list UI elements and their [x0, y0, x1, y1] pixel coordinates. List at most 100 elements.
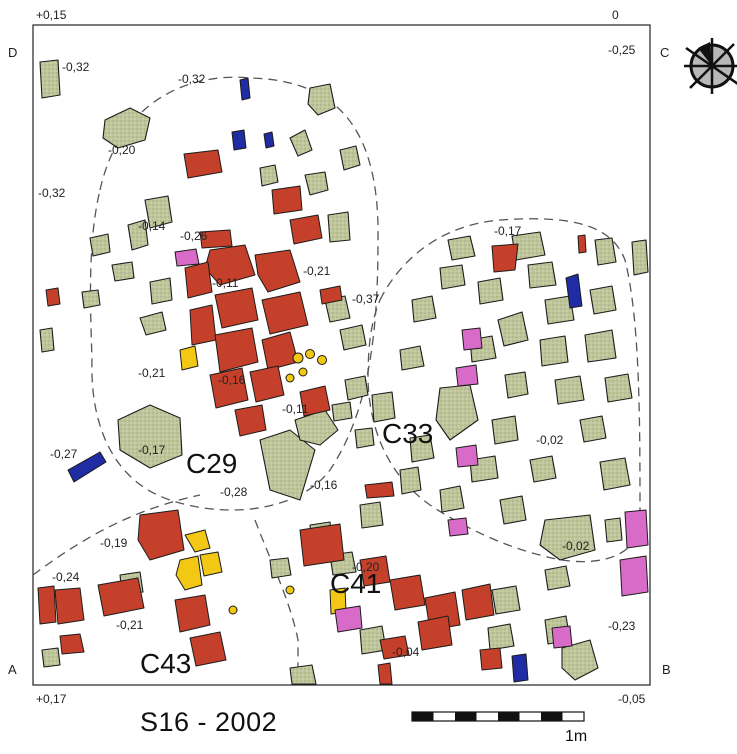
- magenta-fragment: [619, 555, 649, 597]
- stones: [39, 59, 649, 685]
- trench-boundary: [32, 24, 651, 686]
- elevation-label: -0,32: [178, 72, 206, 86]
- elevation-label: -0,16: [310, 478, 338, 492]
- yellow-fragment: [199, 551, 223, 577]
- figure-title: S16 - 2002: [140, 707, 278, 737]
- brick: [319, 285, 343, 305]
- brick: [254, 249, 301, 293]
- yellow-fragment: [285, 585, 295, 595]
- brick: [417, 615, 453, 651]
- stone: [41, 647, 61, 668]
- stone: [371, 391, 396, 423]
- brick: [364, 481, 395, 499]
- stone: [144, 195, 173, 229]
- brick: [491, 243, 519, 273]
- elevation-label: -0,26: [180, 229, 208, 243]
- brick: [199, 229, 233, 249]
- blue-fragment: [565, 273, 583, 309]
- stone: [584, 329, 617, 363]
- yellow-fragment: [305, 349, 315, 359]
- stone: [399, 345, 425, 371]
- corner-elevation: -0,05: [618, 692, 646, 706]
- feature-label-c29: C29: [186, 448, 238, 479]
- stone: [544, 565, 571, 591]
- stone: [307, 83, 336, 116]
- stone: [561, 639, 599, 681]
- brick: [389, 574, 426, 611]
- stone: [354, 427, 375, 449]
- stone: [439, 485, 465, 513]
- stone: [527, 261, 557, 289]
- elevation-label: -0,11: [212, 276, 239, 290]
- magenta-fragment: [174, 248, 200, 267]
- magenta-fragment: [334, 605, 363, 633]
- stone: [599, 457, 631, 491]
- brick: [261, 331, 299, 371]
- scale-label: 1m: [565, 728, 588, 745]
- blue-fragment: [231, 129, 247, 151]
- stone: [269, 557, 292, 579]
- feature-label-c43: C43: [140, 648, 192, 679]
- blue-fragments: [67, 77, 583, 683]
- stone: [344, 375, 369, 401]
- elevation-label: -0,16: [218, 373, 246, 387]
- stone: [359, 501, 384, 529]
- yellow-fragment: [228, 605, 238, 615]
- c43-boundary: [32, 494, 201, 576]
- yellow-fragment: [179, 345, 199, 371]
- stone: [594, 237, 617, 266]
- stone: [491, 585, 521, 615]
- stone: [604, 373, 633, 403]
- yellow-fragments: [175, 345, 347, 615]
- magenta-fragment: [551, 625, 573, 649]
- elevation-label: -0,23: [608, 619, 636, 633]
- elevation-label: -0,32: [38, 186, 66, 200]
- stone: [539, 514, 596, 561]
- stone: [589, 285, 617, 315]
- stone: [289, 664, 317, 685]
- corner-label-b: B: [662, 662, 671, 677]
- corner-label-d: D: [8, 45, 18, 60]
- yellow-fragment: [175, 555, 203, 591]
- yellow-fragment: [292, 352, 304, 364]
- brick: [214, 327, 259, 373]
- elevation-label: -0,21: [116, 618, 144, 632]
- stone: [139, 311, 167, 336]
- corner-elevation: +0,15: [36, 8, 67, 22]
- scale-bar: [411, 711, 585, 722]
- magenta-fragment: [461, 327, 483, 351]
- corner-elevation: +0,17: [36, 692, 67, 706]
- brick: [577, 234, 587, 254]
- feature-label-c33: C33: [382, 418, 434, 449]
- yellow-fragment: [285, 373, 295, 383]
- stone: [439, 264, 466, 290]
- brick: [59, 633, 85, 655]
- brick: [214, 287, 259, 329]
- brick: [359, 555, 391, 587]
- brick: [209, 367, 249, 409]
- stone: [409, 434, 435, 463]
- brick: [299, 523, 345, 567]
- elevation-label: -0,20: [352, 560, 380, 574]
- stone: [447, 235, 476, 261]
- elevation-label: -0,25: [608, 43, 636, 57]
- elevation-label: -0,32: [62, 60, 90, 74]
- brick: [183, 149, 223, 179]
- brick: [174, 594, 211, 633]
- elevation-label: -0,20: [108, 143, 136, 157]
- stone: [327, 211, 351, 243]
- corner-elevation: 0: [612, 8, 619, 22]
- elevation-label: -0,28: [220, 485, 248, 499]
- brick: [299, 385, 331, 417]
- brick: [45, 287, 61, 307]
- brick: [184, 261, 213, 299]
- magenta-fragment: [447, 517, 469, 537]
- stone: [539, 335, 569, 367]
- stone: [544, 295, 575, 325]
- stone: [435, 384, 479, 441]
- stone: [304, 171, 329, 196]
- brick: [189, 631, 227, 667]
- stone: [89, 233, 111, 257]
- elevation-label: -0,37: [352, 292, 380, 306]
- brick: [234, 404, 267, 437]
